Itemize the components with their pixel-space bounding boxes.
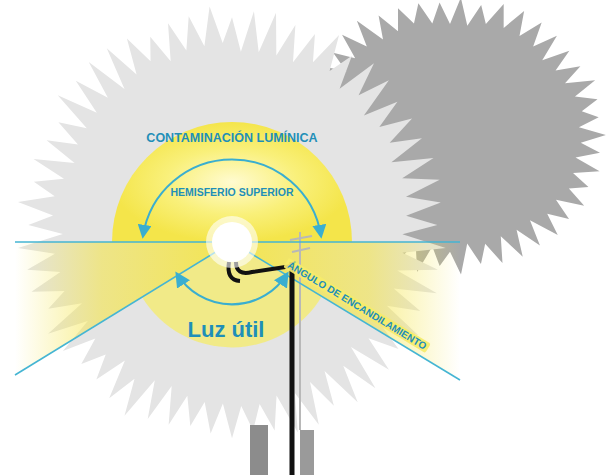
arc-label: HEMISFERIO SUPERIOR [170, 187, 293, 199]
tree-silhouette [18, 6, 446, 438]
tree-silhouettes [18, 0, 606, 438]
lamp-pole [290, 262, 295, 475]
arc-title: CONTAMINACIÓN LUMÍNICA [146, 132, 317, 146]
tree-trunk [250, 425, 268, 475]
lamp-glow [206, 216, 258, 268]
lamp [212, 222, 252, 262]
tree-trunk [300, 430, 314, 475]
useful-light-label: Luz útil [188, 318, 265, 342]
